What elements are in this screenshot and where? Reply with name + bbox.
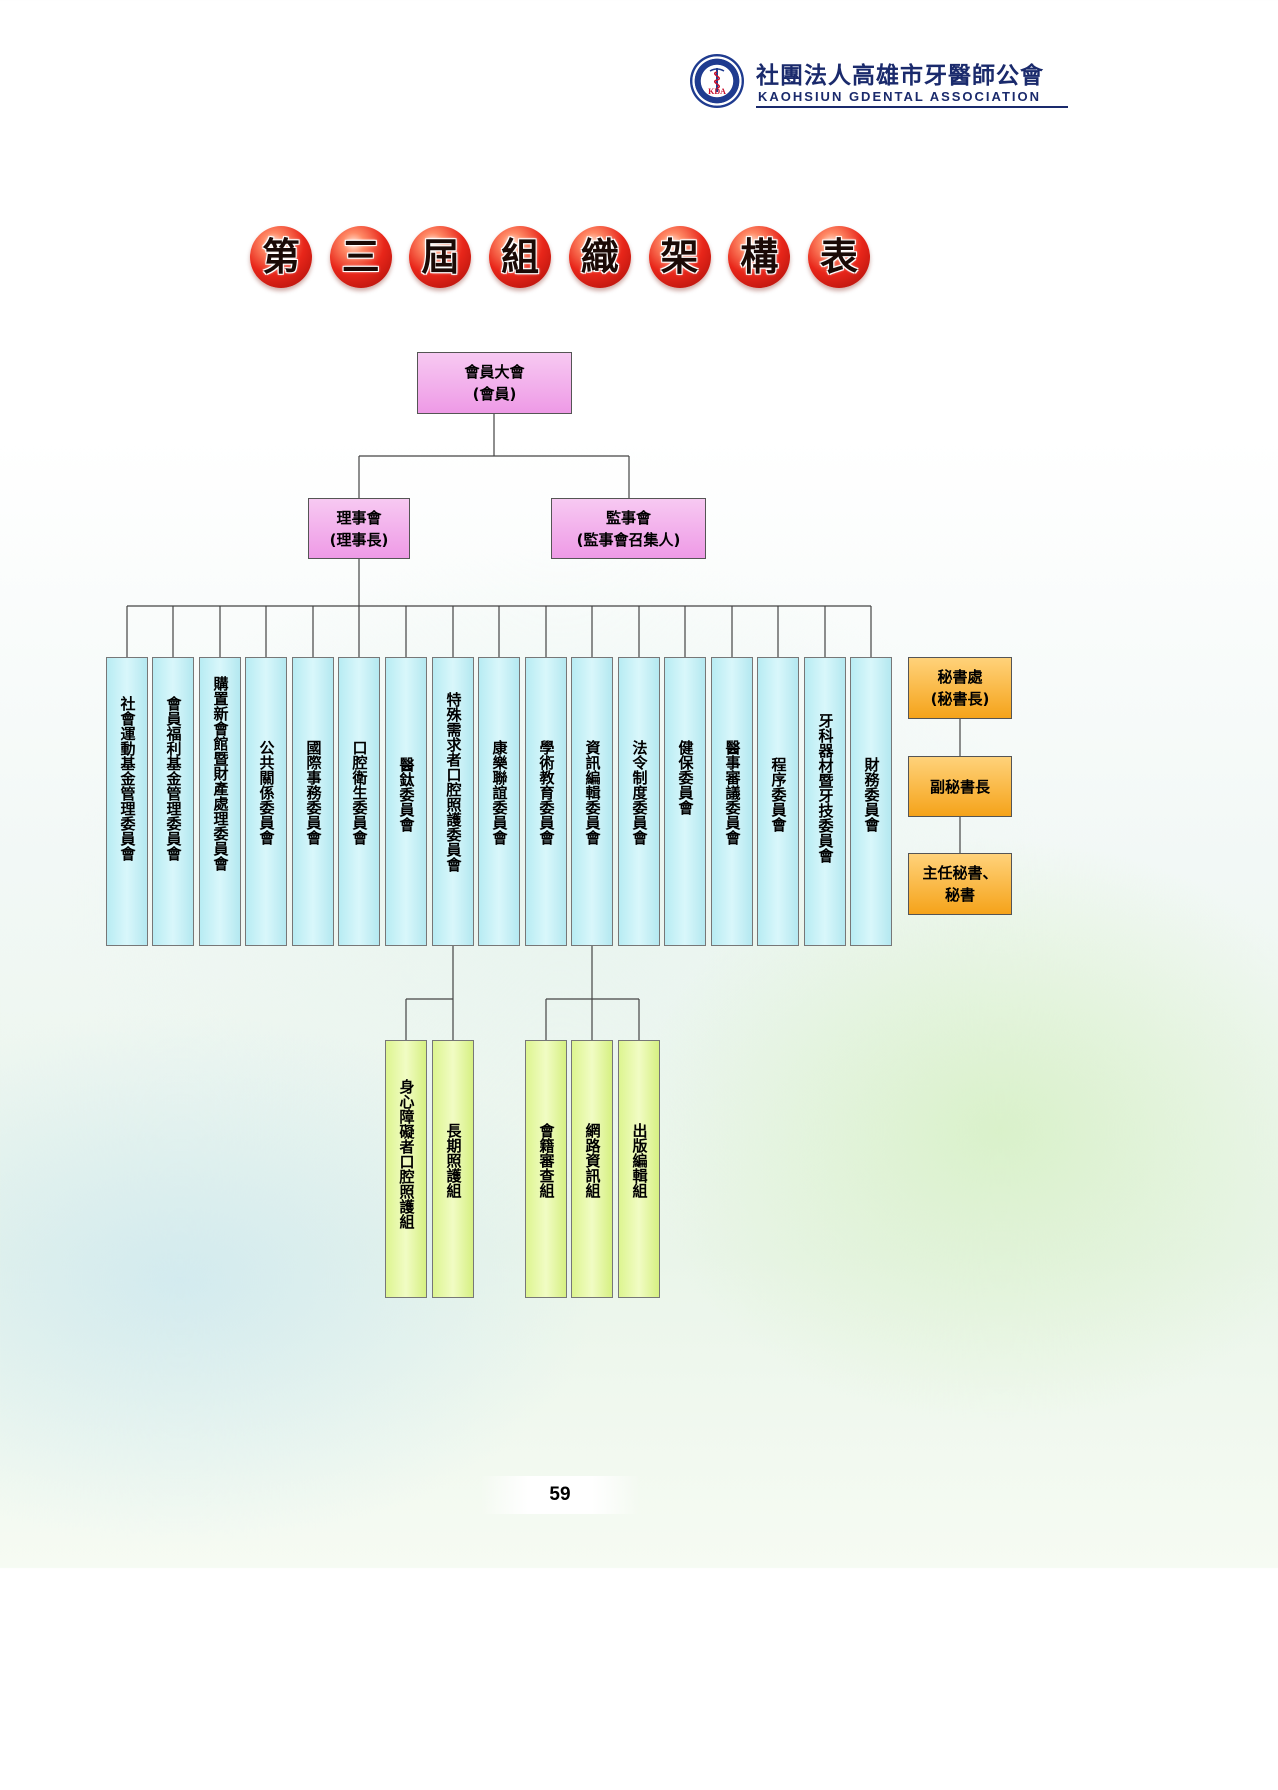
- committee-label: 口腔衛生委員會: [350, 740, 369, 845]
- subgroup-label: 長期照護組: [444, 1123, 463, 1198]
- caduceus-icon: [709, 68, 725, 92]
- committee-box: 財務委員會: [850, 657, 892, 946]
- committee-box: 資訊編輯委員會: [571, 657, 613, 946]
- title-char: 織: [580, 234, 619, 279]
- committee-box: 牙科器材暨牙技委員會: [804, 657, 846, 946]
- title-ball: 三: [329, 226, 392, 288]
- chief-secretary-box: 主任秘書、 秘書: [908, 853, 1012, 915]
- committee-box: 康樂聯誼委員會: [478, 657, 520, 946]
- subgroup-box: 會籍審查組: [525, 1040, 567, 1298]
- subgroup-label: 網路資訊組: [583, 1123, 602, 1198]
- subgroup-box: 身心障礙者口腔照護組: [385, 1040, 427, 1298]
- box-subtitle: (秘書長): [930, 690, 990, 708]
- committee-label: 法令制度委員會: [630, 740, 649, 845]
- general-assembly-box: 會員大會 (會員): [417, 352, 572, 414]
- subgroup-label: 身心障礙者口腔照護組: [397, 1079, 416, 1229]
- page-number: 59: [480, 1476, 640, 1514]
- committee-label: 程序委員會: [769, 757, 788, 832]
- committee-label: 會員福利基金管理委員會: [164, 696, 183, 861]
- title-ball: 組: [489, 226, 552, 288]
- title-char: 組: [501, 234, 540, 279]
- subgroup-label: 出版編輯組: [630, 1123, 649, 1198]
- secretariat-box: 秘書處 (秘書長): [908, 657, 1012, 719]
- committee-label: 學術教育委員會: [537, 740, 556, 845]
- title-ball: 織: [568, 226, 631, 288]
- org-name-chinese: 社團法人高雄市牙醫師公會: [756, 62, 1044, 89]
- committee-box: 社會運動基金管理委員會: [106, 657, 148, 946]
- committee-label: 公共關係委員會: [257, 740, 276, 845]
- box-subtitle: (理事長): [329, 530, 389, 549]
- box-subtitle: (監事會召集人): [576, 530, 681, 549]
- committee-box: 口腔衛生委員會: [338, 657, 380, 946]
- committee-box: 國際事務委員會: [292, 657, 334, 946]
- title-ball: 表: [807, 226, 870, 288]
- title-char: 三: [341, 234, 380, 279]
- org-name-english: KAOHSIUN GDENTAL ASSOCIATION: [758, 89, 1042, 104]
- title-ball: 第: [250, 226, 312, 288]
- committee-label: 財務委員會: [862, 757, 881, 832]
- title-ball: 架: [648, 226, 711, 288]
- committee-box: 醫鈦委員會: [385, 657, 427, 946]
- subgroup-label: 會籍審查組: [537, 1123, 556, 1198]
- box-title: 會員大會: [464, 363, 525, 381]
- committee-box: 公共關係委員會: [245, 657, 287, 946]
- committee-box: 醫事審議委員會: [711, 657, 753, 946]
- committee-label: 購置新會館暨財產處理委員會: [211, 676, 230, 871]
- subgroup-box: 出版編輯組: [618, 1040, 660, 1298]
- committee-box: 學術教育委員會: [525, 657, 567, 946]
- title-char: 架: [660, 234, 699, 279]
- box-subtitle: 秘書: [944, 886, 975, 904]
- header-rule: [756, 106, 1068, 108]
- box-subtitle: (會員): [472, 385, 517, 403]
- emblem-letters: KDA: [708, 87, 726, 96]
- subgroup-box: 長期照護組: [432, 1040, 474, 1298]
- box-title: 秘書處: [937, 668, 983, 686]
- committee-box: 法令制度委員會: [618, 657, 660, 946]
- committee-box: 購置新會館暨財產處理委員會: [199, 657, 241, 946]
- committee-box: 特殊需求者口腔照護委員會: [432, 657, 474, 946]
- committee-label: 康樂聯誼委員會: [490, 740, 509, 845]
- committee-box: 程序委員會: [757, 657, 799, 946]
- association-emblem: KDA: [690, 54, 744, 108]
- title-char: 屆: [421, 234, 460, 279]
- box-title: 主任秘書、: [922, 864, 998, 882]
- title-char: 表: [819, 234, 858, 279]
- board-of-supervisors-box: 監事會 (監事會召集人): [551, 498, 706, 559]
- subgroup-box: 網路資訊組: [571, 1040, 613, 1298]
- committee-label: 健保委員會: [676, 740, 695, 815]
- committee-label: 國際事務委員會: [304, 740, 323, 845]
- committee-box: 會員福利基金管理委員會: [152, 657, 194, 946]
- box-title: 監事會: [605, 508, 651, 527]
- title-char: 第: [261, 234, 300, 279]
- committee-label: 牙科器材暨牙技委員會: [816, 713, 835, 863]
- committee-label: 社會運動基金管理委員會: [118, 696, 137, 861]
- title-ball: 構: [728, 226, 791, 288]
- committee-label: 醫鈦委員會: [397, 757, 416, 832]
- title-ball: 屆: [409, 226, 472, 288]
- committee-label: 特殊需求者口腔照護委員會: [444, 692, 463, 872]
- deputy-secretary-general-box: 副秘書長: [908, 756, 1012, 817]
- committee-label: 資訊編輯委員會: [583, 740, 602, 845]
- committee-label: 醫事審議委員會: [723, 740, 742, 845]
- box-title: 理事會: [336, 508, 382, 527]
- page-title: 第 三 屆 組 織 架 構 表: [250, 226, 870, 290]
- committee-box: 健保委員會: [664, 657, 706, 946]
- title-char: 構: [740, 234, 779, 279]
- board-of-directors-box: 理事會 (理事長): [308, 498, 410, 559]
- org-chart-connectors: [126, 414, 961, 1040]
- box-title: 副秘書長: [929, 777, 990, 796]
